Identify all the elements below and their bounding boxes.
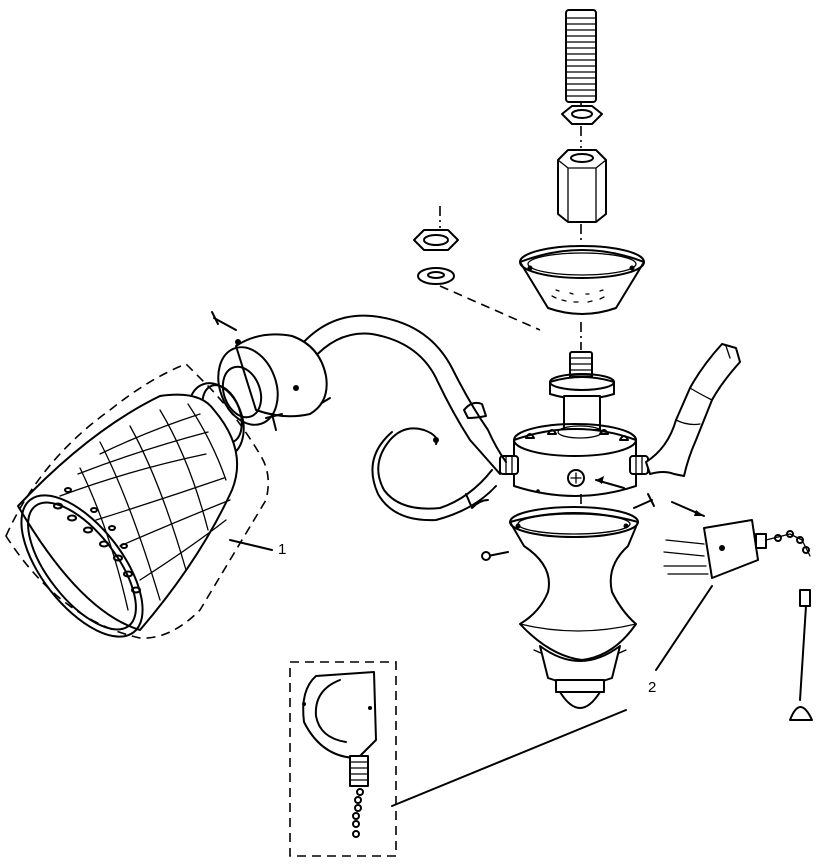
canopy-cup bbox=[519, 245, 645, 315]
assembly-guide-line bbox=[439, 285, 541, 331]
finial bbox=[539, 645, 621, 709]
hex-nut-side bbox=[413, 229, 459, 251]
arm-curved bbox=[299, 314, 507, 522]
callout-2: 2 bbox=[648, 679, 656, 696]
glass-shade bbox=[17, 393, 239, 638]
socket-screw bbox=[211, 311, 237, 331]
arm-connector-right bbox=[629, 455, 649, 475]
lower-body bbox=[509, 506, 639, 662]
center-threaded-stem bbox=[569, 351, 593, 385]
small-screw bbox=[265, 413, 283, 431]
leader-part-2 bbox=[655, 585, 713, 671]
lock-washer bbox=[417, 267, 455, 285]
callout-1: 1 bbox=[278, 541, 286, 558]
screw-right-body bbox=[633, 493, 655, 509]
threaded-nipple bbox=[565, 9, 597, 103]
hex-nut-top bbox=[561, 105, 603, 125]
switch-detail bbox=[302, 671, 377, 838]
center-collar bbox=[549, 373, 615, 431]
pull-switch bbox=[663, 501, 767, 579]
center-body bbox=[513, 423, 637, 497]
arm-right bbox=[645, 343, 741, 477]
pull-chain bbox=[765, 530, 813, 721]
shade-grouping-outline bbox=[5, 363, 270, 639]
leader-part-1 bbox=[229, 539, 273, 551]
screw-left-body bbox=[481, 551, 509, 561]
socket-cup bbox=[217, 333, 328, 426]
switch-detail-box bbox=[289, 661, 397, 857]
hex-coupling bbox=[557, 149, 607, 223]
leader-detail bbox=[391, 709, 627, 807]
